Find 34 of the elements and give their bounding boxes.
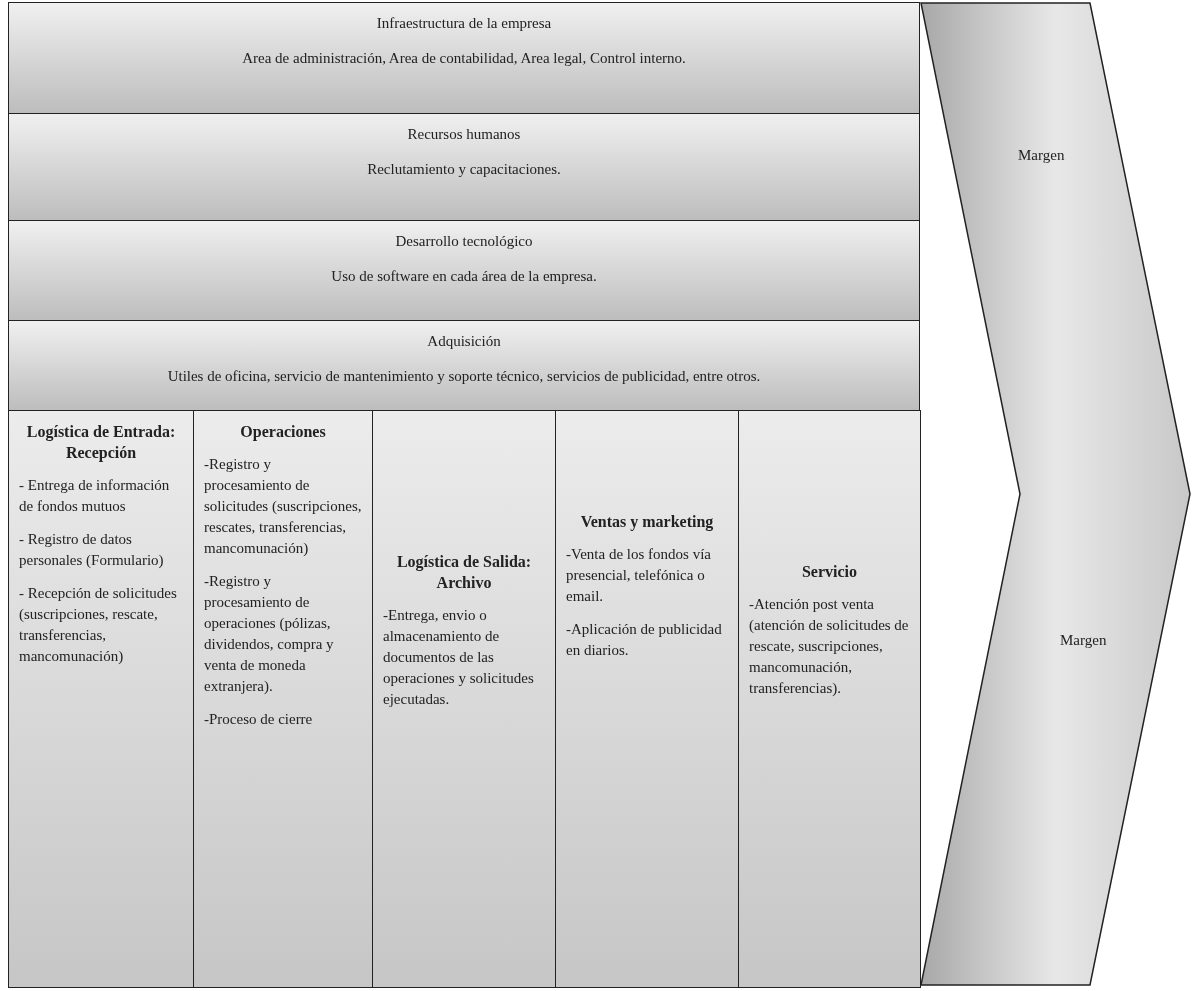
band-heading: Infraestructura de la empresa bbox=[375, 15, 553, 32]
band-description: Uso de software en cada área de la empresa. bbox=[330, 268, 598, 285]
column-heading: Logística de Salida: Archivo bbox=[395, 552, 533, 593]
activity-item: -Proceso de cierre bbox=[204, 710, 314, 729]
band-description: Area de administración, Area de contabilidad, Area legal, Control interno. bbox=[241, 50, 687, 67]
margin-label: Margen bbox=[1060, 632, 1107, 649]
primary-activity-column bbox=[193, 410, 373, 988]
band-heading: Recursos humanos bbox=[406, 126, 522, 143]
activity-item: - Recepción de solicitudes (suscripciones, rescate, transferencias, mancomunación) bbox=[19, 584, 178, 666]
primary-activity-column bbox=[555, 410, 739, 988]
support-activity-band bbox=[8, 320, 920, 411]
primary-activity-column bbox=[8, 410, 194, 988]
activity-item: -Aplicación de publicidad en diarios. bbox=[566, 620, 723, 660]
support-activity-band bbox=[8, 220, 920, 321]
band-heading: Desarrollo tecnológico bbox=[394, 233, 534, 250]
activity-item: -Atención post venta (atención de solicitudes de rescate, suscripciones, mancomunación, transferencias). bbox=[749, 595, 910, 698]
activity-item: - Entrega de información de fondos mutuos bbox=[19, 476, 171, 516]
band-description: Utiles de oficina, servicio de mantenimiento y soporte técnico, servicios de publicidad, entre otros. bbox=[166, 368, 762, 385]
activity-item: -Entrega, envio o almacenamiento de documentos de las operaciones y solicitudes ejecutadas. bbox=[383, 606, 535, 709]
column-heading: Operaciones bbox=[239, 422, 327, 442]
column-heading: Logística de Entrada: Recepción bbox=[25, 422, 177, 463]
band-description: Reclutamiento y capacitaciones. bbox=[366, 161, 562, 178]
margin-label: Margen bbox=[1018, 147, 1065, 164]
primary-activity-column bbox=[372, 410, 556, 988]
column-heading: Servicio bbox=[800, 562, 859, 582]
activity-item: - Registro de datos personales (Formulario) bbox=[19, 530, 165, 570]
activity-item: -Registro y procesamiento de operaciones (pólizas, dividendos, compra y venta de moneda extranjera). bbox=[204, 572, 335, 696]
column-heading: Ventas y marketing bbox=[579, 512, 715, 532]
support-activity-band bbox=[8, 2, 920, 114]
support-activity-band bbox=[8, 113, 920, 221]
primary-activity-column bbox=[738, 410, 921, 988]
activity-item: -Registro y procesamiento de solicitudes (suscripciones, rescates, transferencias, mancomunación) bbox=[204, 455, 362, 558]
band-heading: Adquisición bbox=[426, 333, 502, 350]
activity-item: -Venta de los fondos vía presencial, telefónica o email. bbox=[566, 545, 712, 606]
